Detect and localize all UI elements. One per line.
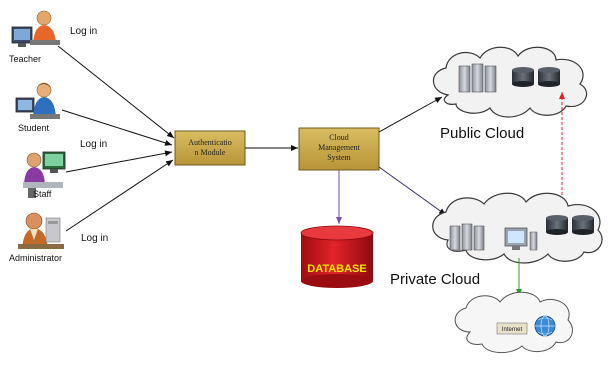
private-storage-disks-icon — [546, 215, 594, 235]
globe-icon — [534, 315, 556, 337]
public-storage-disks-icon — [512, 67, 560, 87]
administrator-at-desk-icon — [18, 212, 64, 249]
cloud-management-system-box — [298, 127, 380, 171]
student-icon — [15, 82, 60, 119]
cms-label-line3: System — [327, 153, 351, 162]
staff-label: Staff — [33, 189, 52, 199]
teacher-to-auth-arrow — [57, 45, 175, 139]
staff-at-computer-icon — [23, 151, 66, 198]
authentication-module-box — [174, 130, 246, 166]
public-cloud-shape — [432, 46, 588, 118]
internet-label-box — [496, 322, 528, 335]
private-cloud-label: Private Cloud — [390, 271, 480, 288]
internet-label: Internet — [502, 327, 523, 333]
student-label: Student — [18, 123, 50, 133]
public-servers-icon — [458, 63, 497, 93]
private-servers-icon — [449, 223, 485, 251]
staff-login-label: Log in — [80, 139, 107, 150]
teacher-at-computer-icon — [11, 10, 60, 47]
administrator-login-label: Log in — [81, 233, 108, 244]
cms-to-public-cloud-arrow — [378, 96, 443, 133]
database-label: DATABASE — [307, 263, 366, 275]
cms-label-line2: Management — [318, 143, 361, 152]
administrator-to-auth-arrow — [65, 159, 174, 232]
auth-module-label-line2: n Module — [195, 148, 226, 157]
student-to-auth-arrow — [61, 109, 173, 146]
staff-to-auth-arrow — [65, 150, 173, 173]
database-cylinder — [300, 225, 374, 288]
private-workstation-icon — [504, 227, 538, 251]
auth-module-label-line1: Authenticatio — [188, 138, 232, 147]
teacher-label: Teacher — [9, 54, 41, 64]
cms-label-line1: Cloud — [329, 133, 349, 142]
teacher-login-label: Log in — [70, 26, 97, 37]
cms-to-private-cloud-arrow — [378, 166, 447, 216]
internet-cloud-shape — [454, 291, 573, 353]
administrator-label: Administrator — [9, 253, 62, 263]
public-cloud-label: Public Cloud — [440, 125, 524, 142]
